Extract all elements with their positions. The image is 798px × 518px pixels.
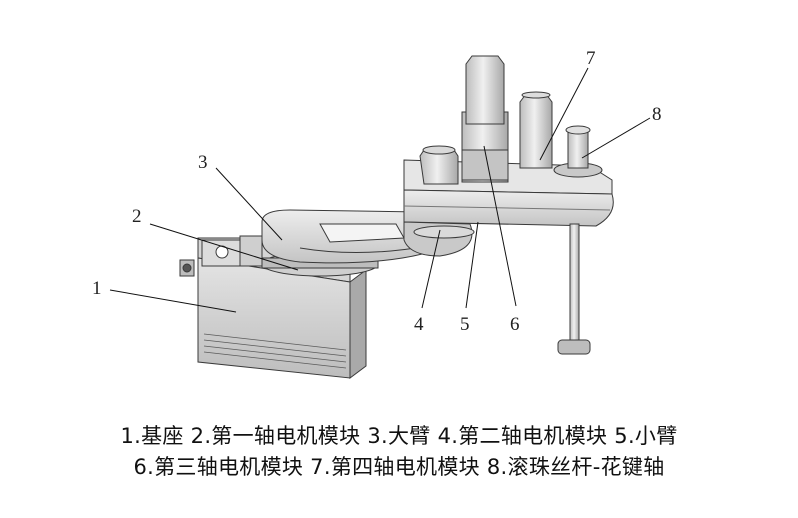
third-axis-gearbox (461, 149, 509, 181)
robot-base (179, 235, 367, 379)
spline-nut (567, 129, 589, 169)
tall-motor-body (465, 55, 505, 125)
small-arm-motor (419, 145, 459, 185)
spline-shaft (569, 223, 580, 343)
spline-top-cap (565, 125, 591, 135)
callout-number-5: 5 (460, 314, 470, 335)
base-vent-lines (203, 333, 347, 369)
small-arm-edge (403, 205, 611, 211)
leader-line-4 (421, 229, 441, 309)
callout-number-8: 8 (652, 104, 662, 125)
callout-number-7: 7 (586, 48, 596, 69)
small-motor-body (419, 149, 459, 185)
leader-line-1 (109, 289, 237, 313)
caption-line-1: 1.基座 2.第一轴电机模块 3.大臂 4.第二轴电机模块 5.小臂 (120, 424, 678, 448)
base-bolt (182, 263, 192, 273)
small-motor-cap (422, 145, 456, 155)
base-side-face (349, 269, 367, 379)
caption-line-2: 6.第三轴电机模块 7.第四轴电机模块 8.滚珠丝杆-花键轴 (133, 455, 665, 479)
callout-number-1: 1 (92, 278, 102, 299)
second-axis-ring (413, 225, 475, 239)
ball-screw-spline (553, 125, 603, 355)
first-axis-motor-connector (239, 235, 263, 267)
spline-end-flange (557, 339, 591, 355)
leader-line-2 (149, 223, 299, 271)
leader-line-8 (581, 117, 651, 159)
callout-number-2: 2 (132, 206, 142, 227)
leader-line-3 (215, 167, 283, 241)
leader-line-7 (539, 67, 589, 161)
callout-number-3: 3 (198, 152, 208, 173)
leader-line-6 (483, 145, 517, 307)
big-arm (261, 209, 441, 264)
second-axis-motor-module (403, 221, 475, 257)
leader-line-5 (465, 221, 479, 309)
callout-lines (109, 67, 651, 313)
fourth-axis-motor-body (519, 93, 553, 169)
callout-number-4: 4 (414, 314, 424, 335)
callout-number-6: 6 (510, 314, 520, 335)
fourth-axis-motor-cap (521, 91, 551, 99)
fourth-axis-motor-module (465, 55, 553, 169)
